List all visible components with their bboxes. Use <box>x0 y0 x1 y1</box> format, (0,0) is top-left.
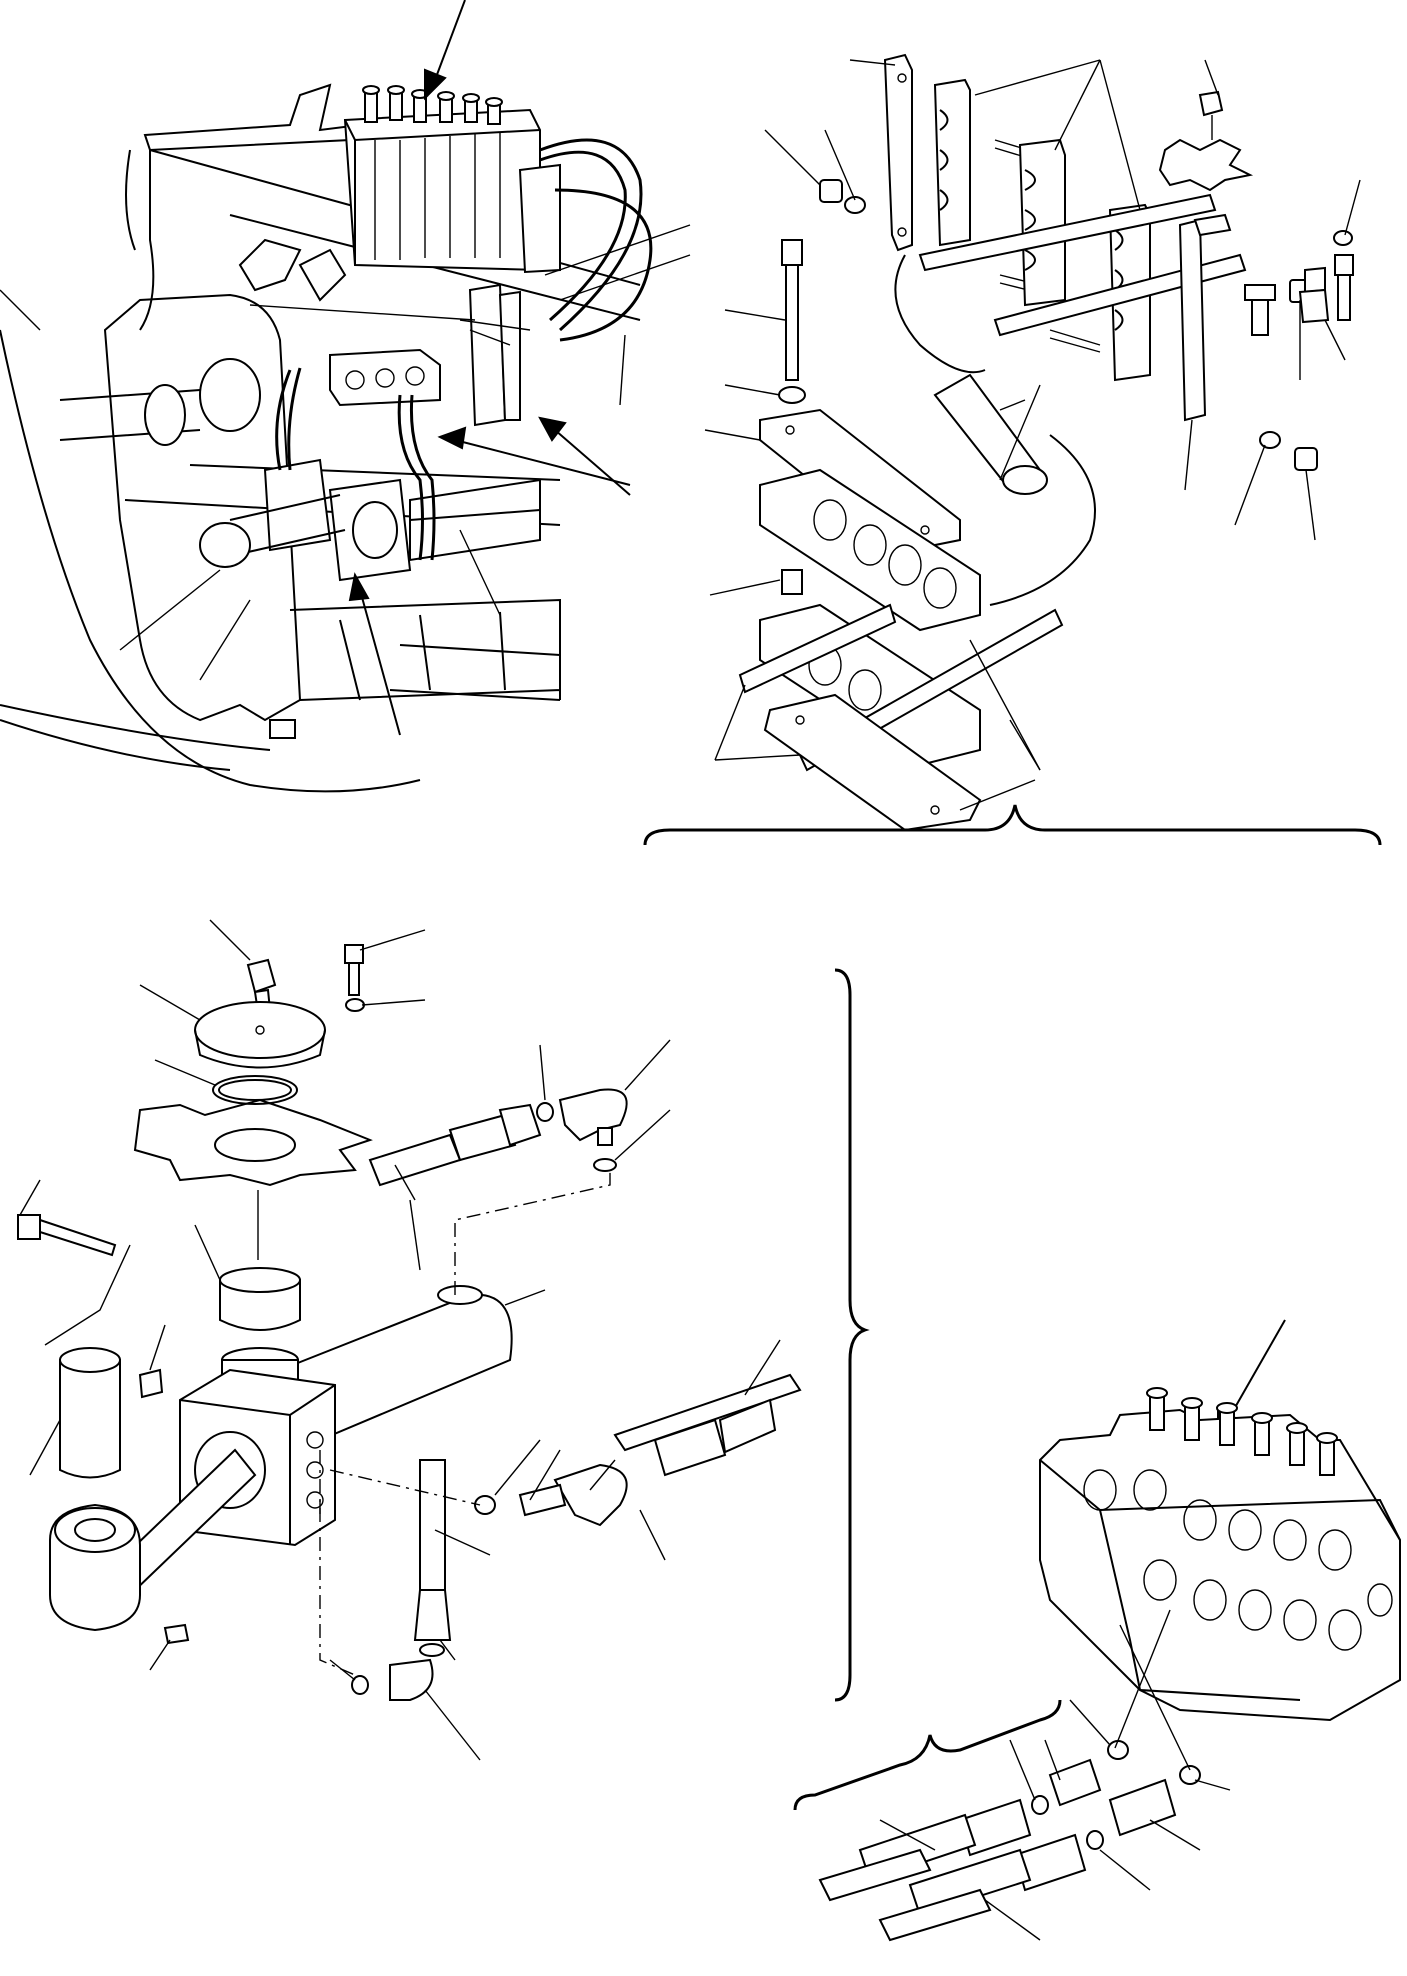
frame-plate <box>143 83 363 152</box>
assembly-brace-valve <box>793 1699 1062 1811</box>
machine-body-outline <box>0 329 421 793</box>
clamp-leader-lines <box>704 59 1361 811</box>
control-valve-top <box>343 85 561 274</box>
machine-arrows <box>348 0 631 736</box>
clamp-body-upper <box>759 468 981 632</box>
hose-clamp-panel <box>643 53 1382 846</box>
control-valve-panel <box>793 1319 1401 1942</box>
o-ring <box>212 1075 298 1105</box>
control-valve-assembly <box>1039 1387 1401 1722</box>
valve-hose-fittings <box>818 1740 1201 1942</box>
long-bolt <box>778 239 806 404</box>
clamp-hose <box>894 254 986 374</box>
pivot-pin <box>59 1347 121 1479</box>
cylinder-leader-lines <box>19 919 781 1761</box>
assembly-brace-vertical <box>834 968 870 1702</box>
steering-cylinder-installed <box>199 458 541 582</box>
cylinder-cover <box>194 1001 326 1069</box>
machine-leader-lines <box>0 224 691 681</box>
pivot-bracket <box>103 293 302 722</box>
pivot-pin-hole <box>199 358 261 432</box>
cylinder-exploded-panel <box>17 919 870 1761</box>
cylinder-gasket <box>133 1098 373 1187</box>
hose-clamp-block <box>329 348 441 407</box>
cylinder-body <box>179 1285 513 1547</box>
valve-leader-lines <box>879 1609 1231 1941</box>
assembly-brace-horizontal <box>643 804 1382 846</box>
machine-view-panel <box>0 0 691 793</box>
clamp-bracket-left <box>883 53 913 252</box>
